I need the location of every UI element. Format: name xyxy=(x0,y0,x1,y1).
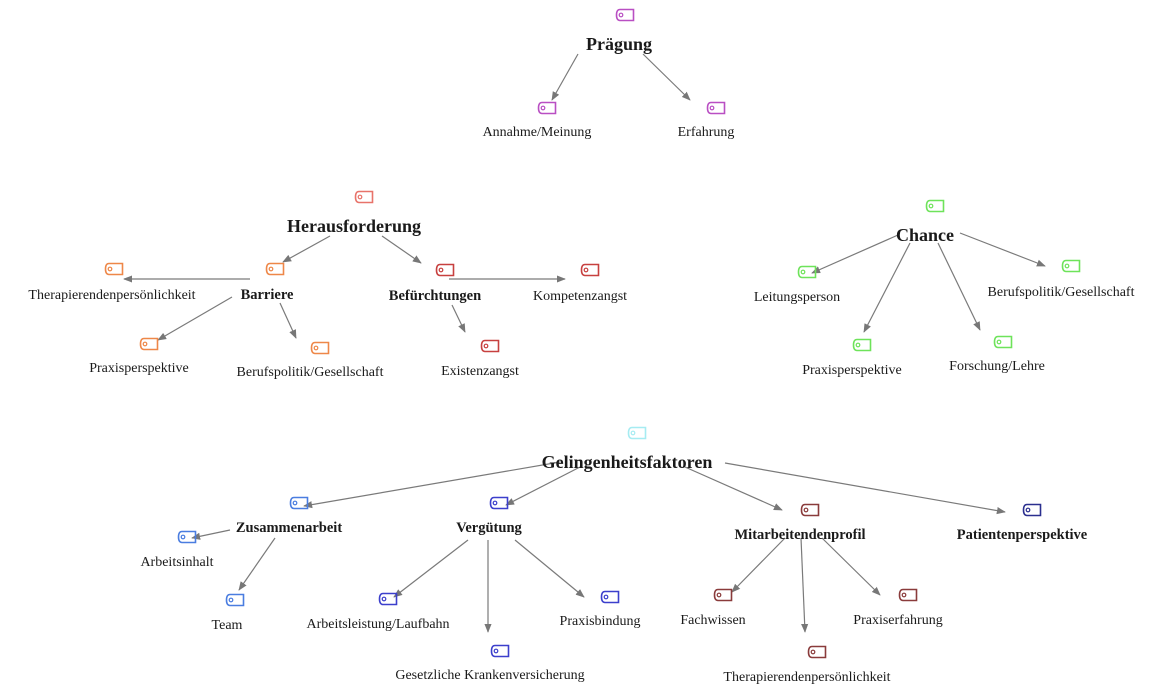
code-tag-icon xyxy=(797,265,817,279)
code-tag-icon xyxy=(225,593,245,607)
edge-arrow xyxy=(238,537,276,591)
edge-arrow xyxy=(157,296,233,341)
code-label-existenzangst[interactable]: Existenzangst xyxy=(441,364,519,379)
edge-arrow xyxy=(505,466,581,506)
code-label-prägung[interactable]: Prägung xyxy=(585,34,653,54)
code-tag-icon xyxy=(706,101,726,115)
code-tag-icon xyxy=(627,426,647,440)
code-label-gelingenheitsfaktoren[interactable]: Gelingenheitsfaktoren xyxy=(541,452,713,472)
code-label-berufspolitik-gesellschaft[interactable]: Berufspolitik/Gesellschaft xyxy=(236,365,384,380)
code-tag-icon xyxy=(713,588,733,602)
code-label-barriere[interactable]: Barriere xyxy=(240,287,294,303)
edge-arrow xyxy=(381,235,422,264)
edge-arrow xyxy=(684,466,783,511)
code-tag-icon xyxy=(615,8,635,22)
code-tag-icon xyxy=(537,101,557,115)
edge-arrow xyxy=(937,242,981,331)
code-tag-icon xyxy=(177,530,197,544)
code-tag-icon xyxy=(993,335,1013,349)
code-tag-icon xyxy=(354,190,374,204)
code-label-patientenperspektive[interactable]: Patientenperspektive xyxy=(956,527,1088,543)
code-tag-icon xyxy=(489,496,509,510)
code-label-vergütung[interactable]: Vergütung xyxy=(456,520,522,536)
code-label-mitarbeitendenprofil[interactable]: Mitarbeitendenprofil xyxy=(734,527,866,543)
code-label-gesetzliche-krankenversicherung[interactable]: Gesetzliche Krankenversicherung xyxy=(395,668,585,683)
code-label-annahme-meinung[interactable]: Annahme/Meinung xyxy=(482,125,592,140)
code-label-berufspolitik-gesellschaft[interactable]: Berufspolitik/Gesellschaft xyxy=(987,285,1135,300)
code-tag-icon xyxy=(480,339,500,353)
edge-arrow xyxy=(821,537,881,596)
edge-arrow xyxy=(279,302,297,339)
code-label-chance[interactable]: Chance xyxy=(896,225,954,245)
code-tag-icon xyxy=(139,337,159,351)
edge-arrow xyxy=(191,529,231,540)
code-label-fachwissen[interactable]: Fachwissen xyxy=(680,613,746,628)
code-tag-icon xyxy=(265,262,285,276)
code-label-befürchtungen[interactable]: Befürchtungen xyxy=(388,288,482,304)
edge-arrow xyxy=(551,53,579,101)
code-label-praxisperspektive[interactable]: Praxisperspektive xyxy=(89,361,189,376)
code-tag-icon xyxy=(289,496,309,510)
code-tag-icon xyxy=(925,199,945,213)
code-label-herausforderung[interactable]: Herausforderung xyxy=(287,216,421,236)
code-tag-icon xyxy=(1022,503,1042,517)
code-label-therapierendenpersönlichkeit[interactable]: Therapierendenpersönlichkeit xyxy=(723,670,891,685)
edge-arrow xyxy=(863,242,911,333)
edge-arrow xyxy=(514,539,585,598)
code-label-arbeitsleistung-laufbahn[interactable]: Arbeitsleistung/Laufbahn xyxy=(306,617,450,632)
code-tag-icon xyxy=(898,588,918,602)
code-tag-icon xyxy=(435,263,455,277)
code-label-kompetenzangst[interactable]: Kompetenzangst xyxy=(532,289,628,304)
edge-arrow xyxy=(642,53,691,101)
code-tag-icon xyxy=(490,644,510,658)
code-tag-icon xyxy=(1061,259,1081,273)
code-label-forschung-lehre[interactable]: Forschung/Lehre xyxy=(949,359,1045,374)
edge-arrow xyxy=(731,537,786,593)
code-label-zusammenarbeit[interactable]: Zusammenarbeit xyxy=(235,520,343,536)
code-label-leitungsperson[interactable]: Leitungsperson xyxy=(753,290,841,305)
code-tag-icon xyxy=(600,590,620,604)
edge-arrow xyxy=(303,461,561,509)
code-tag-icon xyxy=(580,263,600,277)
code-label-praxiserfahrung[interactable]: Praxiserfahrung xyxy=(853,613,943,628)
edges-layer xyxy=(123,53,1046,633)
code-tag-icon xyxy=(800,503,820,517)
code-tag-icon xyxy=(378,592,398,606)
code-label-praxisbindung[interactable]: Praxisbindung xyxy=(559,614,641,629)
code-tag-icon xyxy=(310,341,330,355)
edge-arrow xyxy=(282,235,331,263)
edge-arrow xyxy=(724,462,1006,515)
edge-arrow xyxy=(800,537,809,633)
code-tag-icon xyxy=(104,262,124,276)
code-tag-icon xyxy=(852,338,872,352)
code-label-team[interactable]: Team xyxy=(211,618,243,633)
code-label-arbeitsinhalt[interactable]: Arbeitsinhalt xyxy=(140,555,214,570)
edge-arrow xyxy=(451,304,466,333)
code-label-therapierendenpersönlichkeit[interactable]: Therapierendenpersönlichkeit xyxy=(28,288,196,303)
edge-arrow xyxy=(959,232,1046,267)
edge-arrow xyxy=(393,539,469,598)
code-tag-icon xyxy=(807,645,827,659)
code-label-erfahrung[interactable]: Erfahrung xyxy=(677,125,735,140)
code-label-praxisperspektive[interactable]: Praxisperspektive xyxy=(802,363,902,378)
edge-arrow xyxy=(811,234,899,274)
